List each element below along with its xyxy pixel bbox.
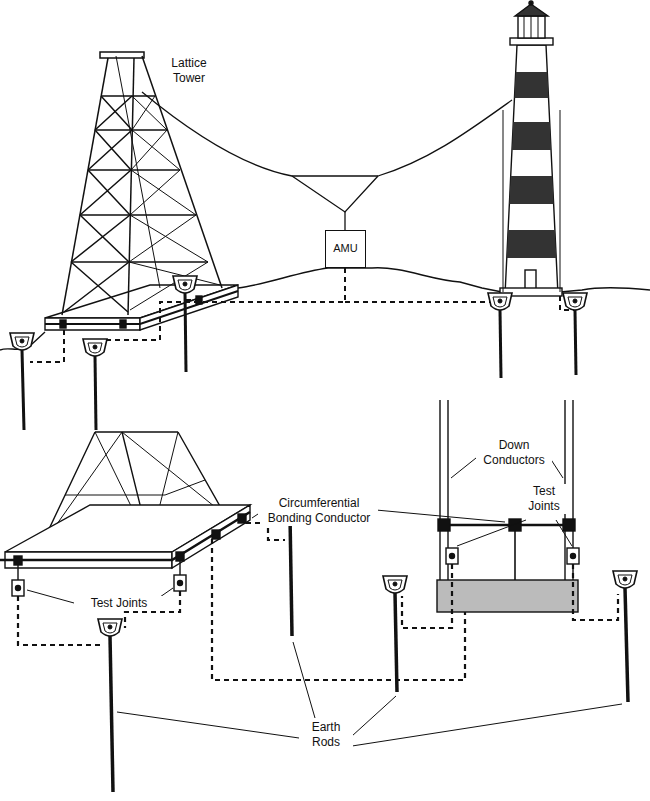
unit-box: AMU — [325, 230, 366, 268]
buried-conductor — [30, 268, 575, 362]
part-label: Test Joints — [74, 596, 164, 611]
part-label: Down Conductors — [476, 438, 552, 468]
leader-line — [27, 458, 622, 746]
lighthouse — [490, 1, 570, 296]
aerial-wire — [142, 92, 512, 230]
earth-rod — [98, 499, 637, 792]
part-label: Test Joints — [520, 484, 568, 514]
buried-conductor — [18, 523, 618, 680]
part-label: Circumferential Bonding Conductor — [260, 496, 378, 526]
tower-detail — [0, 432, 250, 596]
tower-platform — [45, 285, 238, 330]
part-label: Lattice Tower — [161, 56, 217, 86]
lattice-tower — [62, 52, 222, 315]
part-label: Earth Rods — [299, 720, 353, 750]
earth-rod — [10, 276, 587, 430]
lighthouse-detail — [437, 400, 579, 612]
unit-label: AMU — [333, 242, 357, 255]
